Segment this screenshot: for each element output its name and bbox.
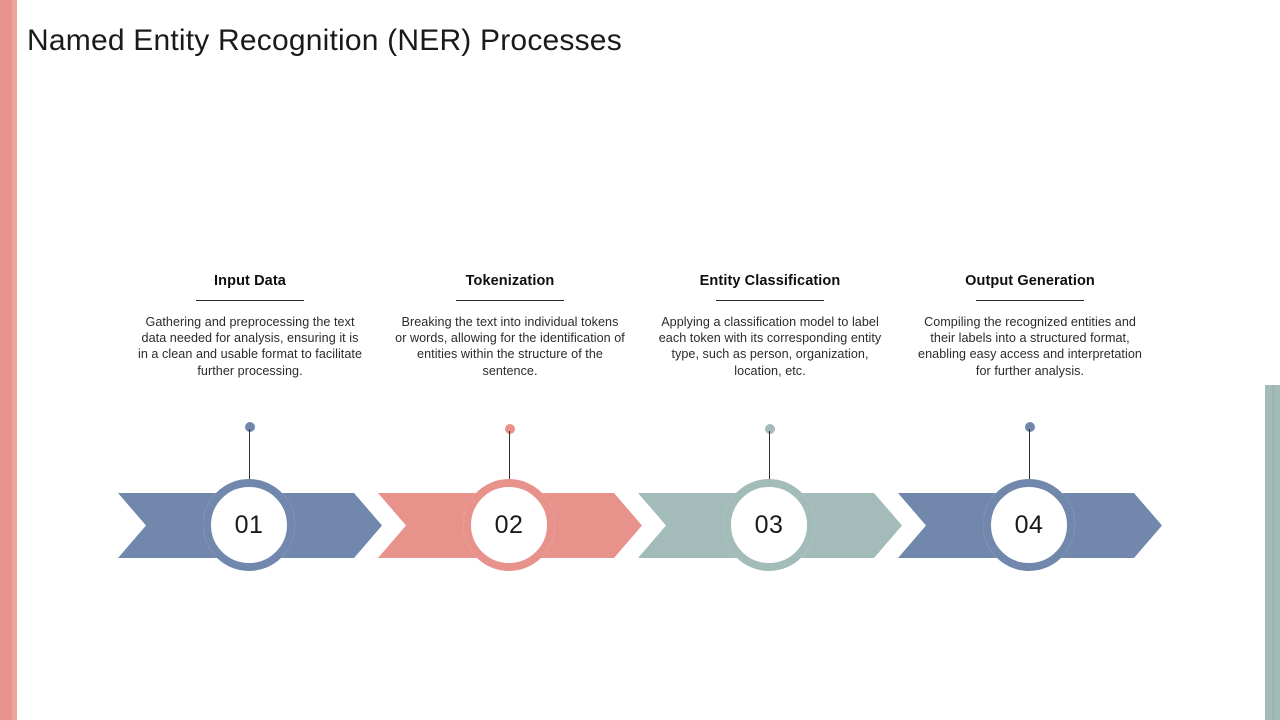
step-heading-4: Output Generation	[965, 273, 1095, 289]
left-accent-bar-inner	[12, 0, 17, 720]
connector-dot-1	[245, 422, 255, 432]
step-marker-3[interactable]: 03	[723, 479, 815, 571]
step-number-2: 02	[494, 510, 524, 539]
step-marker-1[interactable]: 01	[203, 479, 295, 571]
step-marker-ring-2	[463, 479, 555, 571]
step-body-2: Breaking the text into individual tokens…	[395, 315, 625, 378]
connector-dot-3	[765, 424, 775, 434]
step-marker-ring-3	[723, 479, 815, 571]
connector-line-1	[249, 429, 251, 494]
step-text-column-1: Input Data Gathering and preprocessing t…	[135, 272, 365, 379]
step-number-1: 01	[234, 510, 264, 539]
connector-dot-4	[1025, 422, 1035, 432]
connector-line-3	[769, 431, 771, 494]
connector-1	[245, 422, 255, 494]
step-heading-2: Tokenization	[465, 273, 555, 289]
step-marker-ring-4	[983, 479, 1075, 571]
connector-dot-2	[505, 424, 515, 434]
step-marker-4[interactable]: 04	[983, 479, 1075, 571]
step-text-group: Input Data Gathering and preprocessing t…	[0, 272, 1280, 432]
step-heading-1: Input Data	[214, 273, 286, 289]
page-title: Named Entity Recognition (NER) Processes	[27, 24, 622, 57]
step-text-column-2: Tokenization Breaking the text into indi…	[395, 272, 625, 379]
step-marker-2[interactable]: 02	[463, 479, 555, 571]
step-divider-2	[456, 300, 564, 301]
step-divider-3	[716, 300, 824, 301]
connector-2	[505, 424, 515, 494]
step-heading-3: Entity Classification	[699, 273, 841, 289]
connector-line-2	[509, 431, 511, 494]
step-number-4: 04	[1014, 510, 1044, 539]
step-marker-ring-1	[203, 479, 295, 571]
step-body-4: Compiling the recognized entities and th…	[918, 315, 1142, 378]
step-text-column-3: Entity Classification Applying a classif…	[655, 272, 885, 379]
step-number-3: 03	[754, 510, 784, 539]
step-divider-4	[976, 300, 1084, 301]
connector-3	[765, 424, 775, 494]
step-body-3: Applying a classification model to label…	[658, 315, 882, 378]
connector-4	[1025, 422, 1035, 494]
connector-line-4	[1029, 429, 1031, 494]
step-divider-1	[196, 300, 304, 301]
step-text-column-4: Output Generation Compiling the recogniz…	[915, 272, 1145, 379]
right-accent-bar-inner	[1272, 385, 1275, 720]
process-ribbon: 01 02 03 04	[0, 479, 1280, 571]
left-accent-bar	[0, 0, 12, 720]
step-body-1: Gathering and preprocessing the text dat…	[137, 315, 363, 378]
